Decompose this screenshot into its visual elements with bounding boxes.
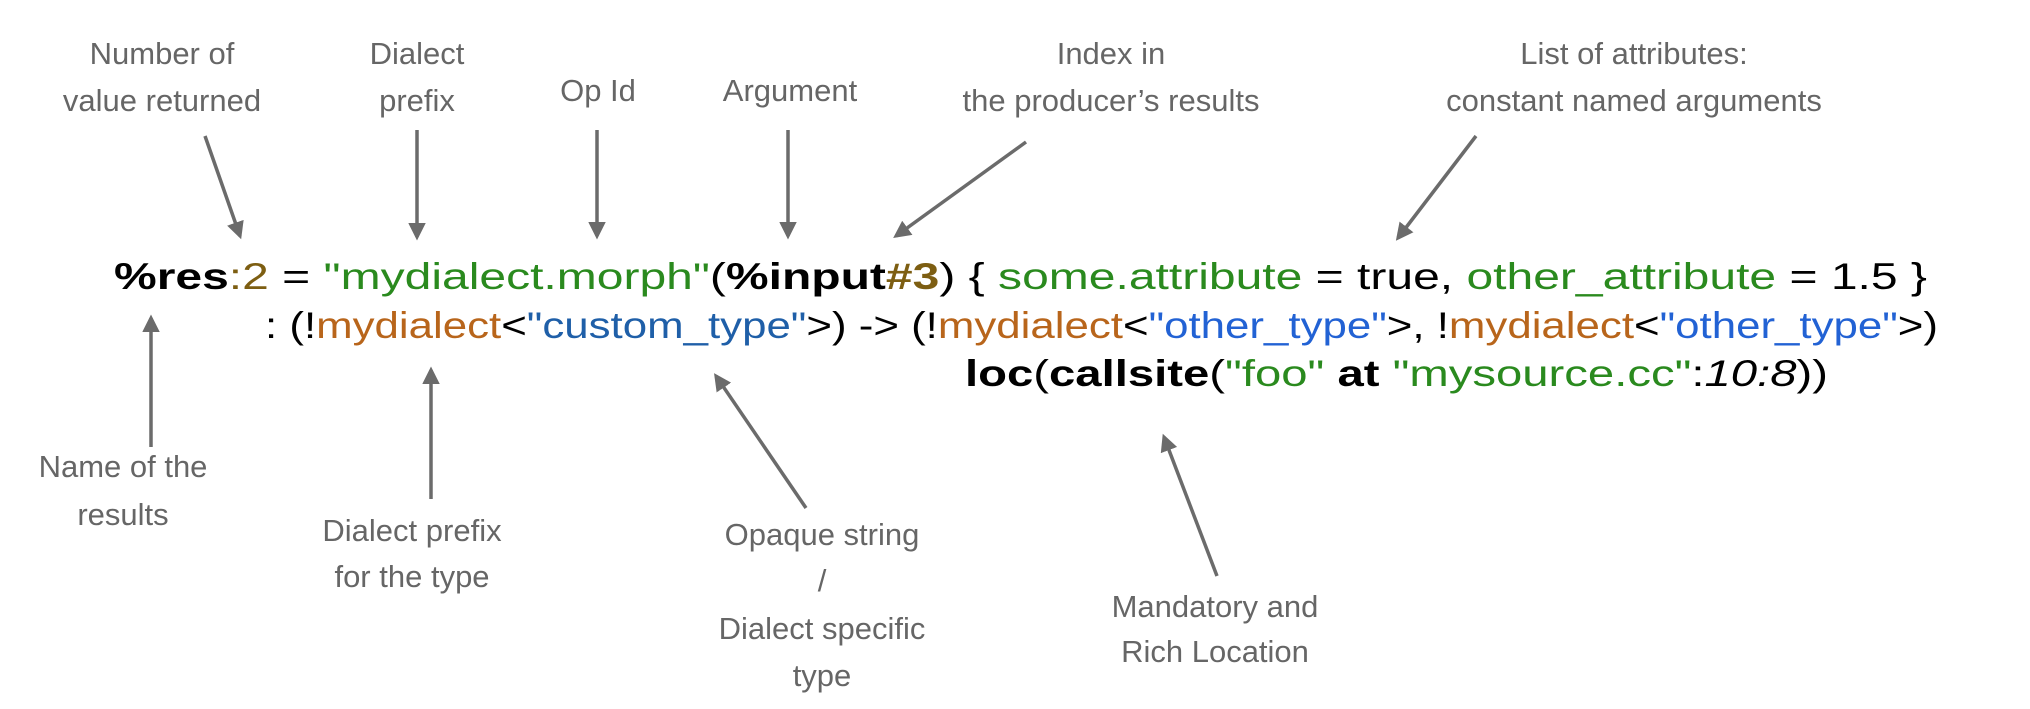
code-line-3: loc(callsite("foo" at "mysource.cc":10:8… (965, 353, 1828, 394)
label-line: / (818, 563, 827, 598)
code-token: #3 (886, 256, 939, 297)
code-token: other_attribute (1466, 256, 1776, 297)
code-token: some.attribute (998, 256, 1302, 297)
label-line: List of attributes: (1520, 36, 1747, 71)
label-line: the producer’s results (963, 83, 1260, 118)
label-result-name: Name of the results (39, 449, 208, 532)
code-token: ) { (939, 256, 998, 297)
label-line: Name of the (39, 449, 208, 484)
code-token: >) -> (! (806, 305, 938, 346)
code-token: callsite (1049, 353, 1209, 394)
arrows (142, 130, 1478, 577)
label-op-id: Op Id (560, 73, 636, 108)
code-token: )) (1797, 353, 1828, 394)
label-line: Dialect (370, 36, 465, 71)
label-line: Argument (723, 73, 858, 108)
code-token: "other_type" (1149, 305, 1387, 346)
label-line: Mandatory and (1112, 589, 1319, 624)
label-line: Rich Location (1121, 634, 1309, 669)
code-token: "foo" (1225, 353, 1324, 394)
code-token: mydialect (1449, 305, 1635, 346)
code-token: < (1123, 305, 1149, 346)
label-dialect-prefix: Dialect prefix (370, 36, 465, 118)
code-token: = true, (1302, 256, 1466, 297)
label-type-prefix: Dialect prefix for the type (322, 513, 502, 594)
label-line: prefix (379, 83, 455, 118)
code-token: mydialect (938, 305, 1124, 346)
code-token: >, ! (1387, 305, 1449, 346)
label-num-values: Number of value returned (63, 36, 261, 118)
code-token: "other_type" (1660, 305, 1898, 346)
code-token: "mysource.cc" (1393, 353, 1692, 394)
arrow-opaque (714, 373, 808, 509)
label-line: for the type (334, 559, 489, 594)
arrow-index (893, 140, 1028, 239)
code-token: = (269, 256, 324, 297)
label-line: Number of (90, 36, 235, 71)
code-token: : (! (265, 305, 316, 346)
code-token: : (1691, 353, 1704, 394)
label-line: results (77, 497, 168, 532)
code-token: 10:8 (1705, 353, 1798, 394)
label-index: Index in the producer’s results (963, 36, 1260, 118)
label-line: Dialect prefix (322, 513, 502, 548)
code-token: :2 (229, 256, 269, 297)
label-opaque: Opaque string / Dialect specific type (719, 517, 926, 693)
code-token: ( (710, 256, 727, 297)
code-token: >) (1898, 305, 1938, 346)
label-line: constant named arguments (1446, 83, 1822, 118)
code-token: %input (726, 256, 886, 297)
label-line: Dialect specific (719, 611, 926, 646)
code-token: %res (114, 256, 229, 297)
label-attributes: List of attributes: constant named argume… (1446, 36, 1822, 118)
label-line: Op Id (560, 73, 636, 108)
code-token: < (501, 305, 527, 346)
label-line: Opaque string (725, 517, 920, 552)
code-token: "mydialect.morph" (324, 256, 710, 297)
label-line: Index in (1057, 36, 1166, 71)
code-block: %res:2 = "mydialect.morph"(%input#3) { s… (114, 256, 1938, 394)
code-token: ( (1033, 353, 1050, 394)
code-token: at (1324, 353, 1392, 394)
label-argument: Argument (723, 73, 858, 108)
code-token: = 1.5 } (1776, 256, 1927, 297)
arrow-attributes (1395, 134, 1478, 241)
code-token: "custom_type" (527, 305, 807, 346)
code-token: < (1634, 305, 1660, 346)
label-line: type (793, 658, 852, 693)
arrow-num-values (203, 135, 244, 240)
arrow-location (1160, 433, 1219, 577)
code-line-2: : (!mydialect<"custom_type">) -> (!mydia… (265, 305, 1938, 346)
label-line: value returned (63, 83, 261, 118)
code-token: mydialect (316, 305, 502, 346)
code-token: ( (1209, 353, 1226, 394)
code-token: loc (965, 353, 1033, 394)
code-line-1: %res:2 = "mydialect.morph"(%input#3) { s… (114, 256, 1927, 297)
